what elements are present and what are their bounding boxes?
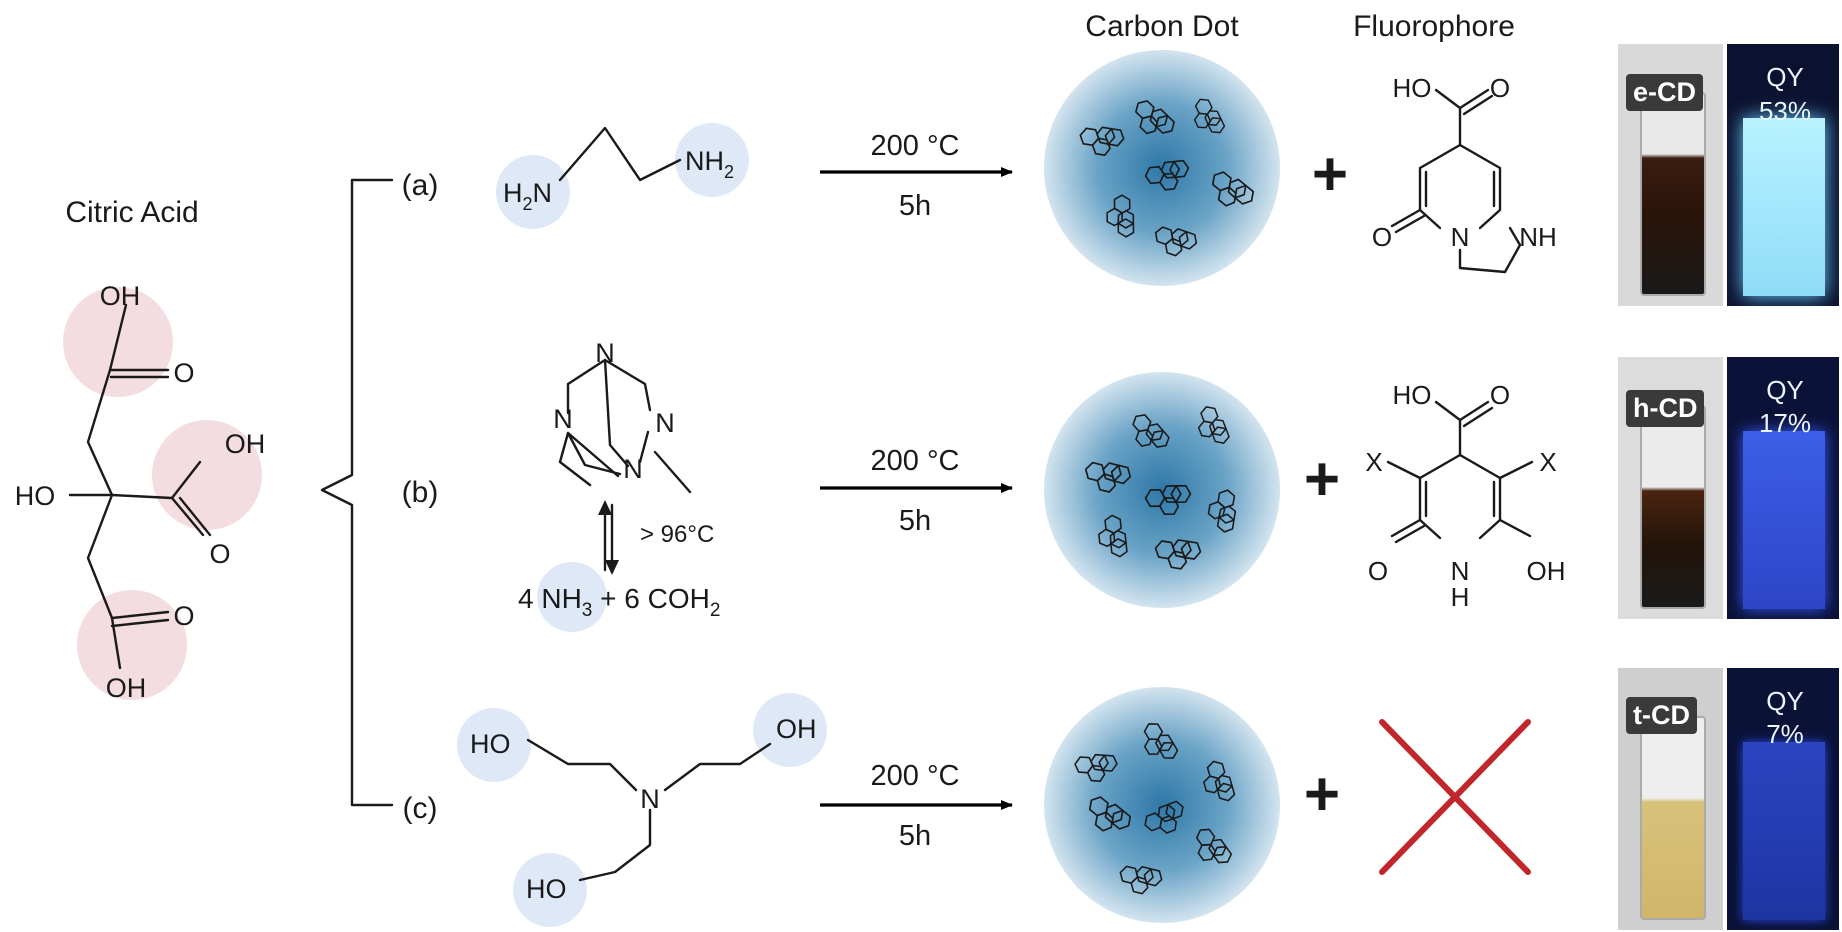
qy-label-c: QY: [1766, 686, 1804, 716]
carbon-dot-c: [1044, 687, 1280, 923]
tea-n: N: [640, 784, 660, 814]
temp-a: 200 °C: [871, 130, 960, 162]
h2n-label: H2N: [503, 178, 552, 214]
reaction-arrow-a: 200 °C 5h: [820, 130, 1013, 222]
citric-o-middle: O: [209, 539, 230, 569]
equilibrium-condition: > 96°C: [640, 521, 714, 548]
hexamine-n-left: N: [553, 404, 573, 434]
fluor-b-o-keto: O: [1368, 556, 1388, 586]
time-c: 5h: [899, 820, 931, 852]
uv-photo-a: [1727, 44, 1839, 306]
fluorophore-a-structure: HO O O N NH: [1372, 73, 1557, 274]
qy-value-a: 53%: [1758, 96, 1812, 126]
fluor-b-x-left: X: [1365, 447, 1382, 477]
ethylenediamine-structure: H2N NH2: [496, 123, 749, 229]
citric-oh-bottom: OH: [106, 673, 147, 703]
reaction-bracket: [320, 178, 394, 807]
citric-acid-structure: OH O OH O HO O OH: [15, 281, 266, 703]
sample-tag-b: h-CD: [1626, 390, 1705, 427]
carbon-dot-b: [1044, 372, 1280, 608]
row-label-c: (c): [403, 792, 438, 825]
temp-b: 200 °C: [871, 445, 960, 477]
hexamine-structure: N N N N > 96°C 4 NH3 + 6 COH2: [518, 338, 720, 632]
reaction-arrow-b: 200 °C 5h: [820, 445, 1013, 537]
fluor-a-n: N: [1451, 222, 1470, 252]
fluor-b-x-right: X: [1539, 447, 1556, 477]
hexamine-n-right: N: [655, 408, 675, 438]
citric-o-top: O: [173, 358, 194, 388]
temp-c: 200 °C: [871, 760, 960, 792]
decomposition-products: 4 NH3 + 6 COH2: [518, 583, 720, 621]
acid-highlight-bottom: [77, 590, 187, 700]
citric-o-bottom: O: [173, 601, 194, 631]
citric-oh-top: OH: [100, 281, 141, 311]
fluor-b-h: H: [1451, 582, 1470, 612]
qy-value-c: 7%: [1766, 719, 1804, 749]
time-b: 5h: [899, 505, 931, 537]
hexamine-n-bottom: N: [623, 454, 643, 484]
tea-ho-bottom: HO: [526, 874, 567, 904]
fluor-a-o-keto: O: [1372, 222, 1392, 252]
plus-a: +: [1312, 140, 1348, 209]
fluor-b-ho: HO: [1393, 380, 1432, 410]
qy-value-b: 17%: [1758, 408, 1812, 438]
equilibrium-arrows: [603, 503, 614, 572]
row-label-a: (a): [402, 169, 439, 202]
carbon-dot-heading: Carbon Dot: [1085, 10, 1239, 43]
fluorophore-heading: Fluorophore: [1353, 10, 1515, 43]
reaction-arrow-c: 200 °C 5h: [820, 760, 1013, 852]
tea-oh-right: OH: [776, 714, 817, 744]
nh2-label: NH2: [685, 146, 734, 182]
time-a: 5h: [899, 190, 931, 222]
carbon-dot-a: [1044, 50, 1280, 286]
qy-label-a: QY: [1766, 62, 1804, 92]
sample-tag-a: e-CD: [1626, 74, 1704, 111]
plus-c: +: [1304, 760, 1340, 829]
uv-photo-b: [1727, 357, 1839, 619]
citric-oh-middle: OH: [225, 429, 266, 459]
fluor-b-o-acid: O: [1490, 380, 1510, 410]
no-fluorophore-cross: [1379, 719, 1531, 875]
tea-ho-left: HO: [470, 729, 511, 759]
fluor-a-o-acid: O: [1490, 73, 1510, 103]
citric-ho-left: HO: [15, 481, 56, 511]
fluor-a-nh: NH: [1519, 222, 1557, 252]
sample-tag-c: t-CD: [1626, 697, 1697, 734]
triethanolamine-structure: HO N OH HO: [457, 693, 827, 927]
row-label-b: (b): [402, 476, 439, 509]
qy-label-b: QY: [1766, 375, 1804, 405]
fluor-b-n: N: [1451, 556, 1470, 586]
fluorophore-b-structure: HO O X X O N H OH: [1365, 380, 1565, 612]
hexamine-n-top: N: [595, 338, 615, 368]
citric-acid-heading: Citric Acid: [65, 196, 198, 229]
uv-photo-c: [1727, 668, 1839, 930]
fluor-b-oh: OH: [1527, 556, 1566, 586]
fluor-a-ho: HO: [1393, 73, 1432, 103]
acid-highlight-middle: [152, 420, 262, 530]
plus-b: +: [1304, 445, 1340, 514]
